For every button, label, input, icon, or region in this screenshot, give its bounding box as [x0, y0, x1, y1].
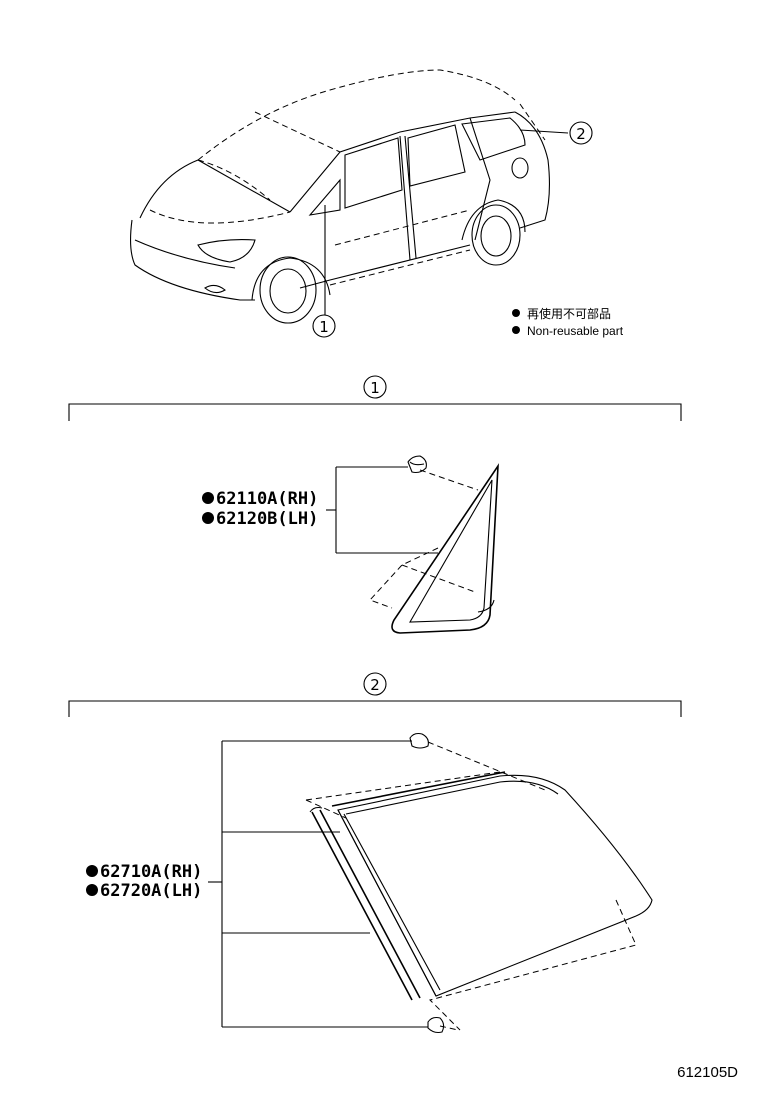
non-reusable-bullet-icon: [202, 492, 214, 504]
callout-2-vehicle: 2: [569, 121, 593, 145]
non-reusable-bullet-icon: [202, 512, 214, 524]
rear-quarter-glass-drawing: [305, 732, 653, 1034]
front-quarter-glass-drawing: [369, 455, 499, 634]
section-2-part-labels: 62710A(RH) 62720A(LH): [86, 740, 428, 1028]
part-number-62110a: 62110A(RH): [216, 489, 318, 509]
callout-1-text: 1: [319, 318, 329, 336]
legend-en: Non-reusable part: [527, 324, 624, 338]
callout-2-text: 2: [576, 125, 586, 143]
section-2-header: 2: [68, 672, 682, 717]
section-2-label: 2: [370, 676, 380, 694]
vehicle-illustration: [129, 69, 569, 324]
non-reusable-bullet-icon: [86, 865, 98, 877]
section-1-header: 1: [68, 375, 682, 421]
section-1-part-labels: 62110A(RH) 62120B(LH): [202, 466, 438, 554]
legend-bullet-icon: [512, 326, 520, 334]
illustration-code: 612105D: [677, 1064, 738, 1081]
callout-1-vehicle: 1: [312, 314, 336, 338]
section-1-label: 1: [370, 379, 380, 397]
part-number-62120b: 62120B(LH): [216, 509, 318, 529]
legend-bullet-icon: [512, 309, 520, 317]
non-reusable-bullet-icon: [86, 884, 98, 896]
part-number-62710a: 62710A(RH): [100, 862, 202, 882]
legend: 再使用不可部品 Non-reusable part: [512, 306, 624, 338]
part-number-62720a: 62720A(LH): [100, 881, 202, 901]
legend-jp: 再使用不可部品: [527, 306, 611, 321]
